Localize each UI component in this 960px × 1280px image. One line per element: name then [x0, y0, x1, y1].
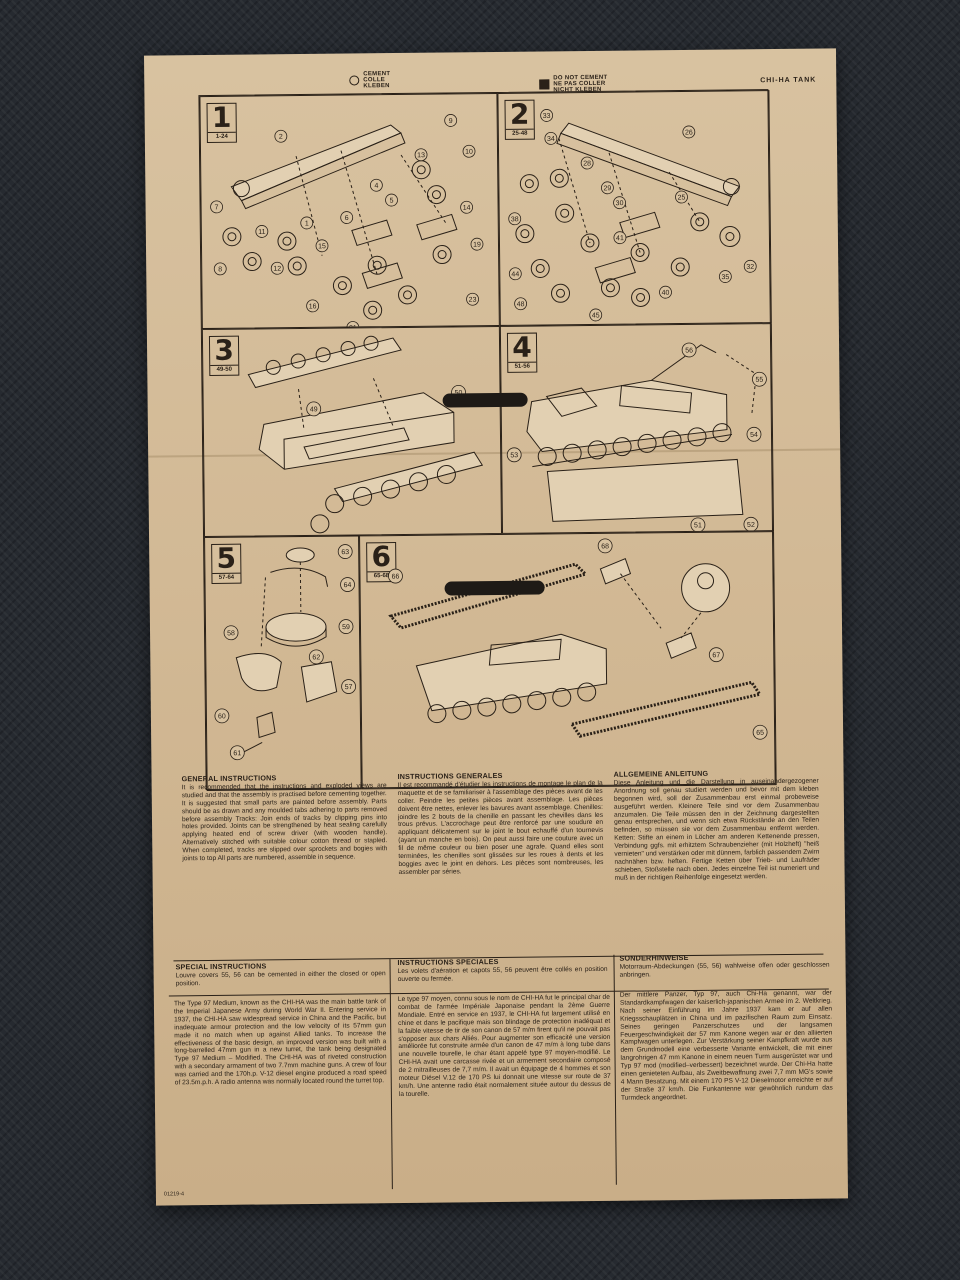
part-label: 57: [345, 684, 353, 691]
step-4-drawing: 56 55 54 53 51 52: [506, 342, 767, 533]
part-label: 15: [318, 243, 326, 250]
part-label: 40: [662, 290, 670, 297]
part-label: 26: [685, 129, 693, 136]
print-code: 01219-4: [163, 1191, 185, 1198]
road-wheels-left: [222, 160, 452, 320]
part-label: 49: [310, 406, 318, 413]
step-5-drawing: 63 64 59 58 62 57 60 61: [214, 544, 357, 761]
step-5-panel: 5 57-64: [204, 535, 362, 792]
part-label: 68: [601, 543, 609, 550]
kit-title: CHI-HA TANK: [760, 76, 817, 85]
hanger-slot: [442, 392, 528, 408]
part-label: 41: [616, 235, 624, 242]
part-label: 48: [517, 301, 525, 308]
step-3-panel: 3 49-50: [201, 325, 503, 538]
part-label: 5: [390, 198, 394, 205]
history-text: The Type 97 Medium, known as the CHI-HA …: [173, 998, 387, 1087]
section-text: Il est recommandé d'étudier les instruct…: [397, 779, 604, 876]
instruction-sheet: CEMENT COLLE KLEBEN DO NOT CEMENT NE PAS…: [143, 48, 849, 1206]
step-6-panel: 6 65-68: [359, 531, 777, 790]
legend-cement-de: KLEBEN: [363, 83, 390, 90]
section-text: It is recommended that the instructions …: [181, 782, 388, 863]
part-label: 53: [510, 452, 518, 459]
part-label: 8: [218, 266, 222, 273]
part-label: 34: [547, 136, 555, 143]
part-label: 25: [678, 194, 686, 201]
history-de: Der mittlere Panzer, Typ 97, auch Chi-Ha…: [620, 990, 833, 1103]
history-en: The Type 97 Medium, known as the CHI-HA …: [174, 998, 387, 1087]
history-text: Der mittlere Panzer, Typ 97, auch Chi-Ha…: [619, 989, 833, 1102]
step-6-drawing: 68 66 67 65: [388, 538, 768, 740]
part-label: 4: [374, 183, 378, 190]
step-1-panel: 1 1-24: [199, 92, 500, 330]
section-text: Louvre covers 55, 56 can be cemented in …: [175, 970, 386, 988]
step-1-drawing: 2 9 10 13 4 5 7 1 6 11 14 8 12 15 16 21: [210, 114, 484, 330]
history-fr: Le type 97 moyen, connu sous le nom de C…: [398, 994, 611, 1099]
part-label: 7: [215, 204, 219, 211]
part-label: 28: [583, 160, 591, 167]
part-label: 60: [218, 713, 226, 720]
special-instructions-fr: INSTRUCTIONS SPECIALES Les volets d'aéra…: [397, 957, 607, 984]
cement-symbol-icon: [349, 75, 360, 86]
step-3-drawing: 49 50: [247, 335, 484, 534]
part-label: 19: [473, 242, 481, 249]
assembly-diagrams: 1 1-24: [198, 89, 777, 792]
no-cement-symbol-icon: [539, 79, 550, 90]
part-label: 11: [258, 229, 265, 236]
part-label: 51: [694, 522, 702, 529]
general-instructions-en: GENERAL INSTRUCTIONS It is recommended t…: [182, 773, 388, 863]
column-divider: [613, 954, 617, 1185]
part-label: 66: [392, 574, 400, 581]
part-label: 63: [341, 549, 349, 556]
part-label: 14: [463, 205, 471, 212]
part-label: 12: [273, 266, 281, 273]
part-label: 10: [465, 149, 473, 156]
part-label: 65: [756, 730, 764, 737]
step-2-drawing: 33 26 34 28 29 25 38 30 44 41 40 32 35 4…: [508, 109, 757, 322]
section-text: Les volets d'aération et capots 55, 56 p…: [397, 965, 608, 983]
part-label: 52: [747, 522, 755, 529]
part-label: 13: [417, 152, 425, 159]
general-instructions-de: ALLGEMEINE ANLEITUNG Diese Anleitung und…: [614, 769, 820, 883]
part-label: 23: [469, 297, 477, 304]
section-text: Diese Anleitung und die Darstellung in a…: [613, 777, 820, 882]
part-label: 44: [511, 271, 519, 278]
part-label: 16: [309, 303, 317, 310]
step-4-panel: 4 51-56: [499, 323, 775, 534]
part-label: 45: [592, 312, 600, 319]
part-label: 32: [746, 264, 754, 271]
hanger-slot: [444, 580, 545, 596]
special-instructions-en: SPECIAL INSTRUCTIONS Louvre covers 55, 5…: [175, 961, 386, 988]
part-label: 59: [342, 624, 350, 631]
part-label: 29: [603, 185, 611, 192]
cement-legend: CEMENT COLLE KLEBEN: [349, 71, 390, 89]
part-label: 62: [312, 654, 320, 661]
part-label: 67: [712, 652, 720, 659]
general-instructions-fr: INSTRUCTIONS GENERALES Il est recommandé…: [398, 771, 604, 877]
part-label: 2: [279, 134, 283, 141]
part-label: 6: [345, 215, 349, 222]
part-label: 61: [233, 750, 241, 757]
part-label: 56: [685, 347, 693, 354]
part-label: 54: [750, 432, 758, 439]
part-label: 35: [721, 274, 729, 281]
special-instructions-de: SONDERHINWEISE Motorraum-Abdeckungen (55…: [619, 953, 829, 980]
part-label: 55: [755, 377, 763, 384]
history-text: Le type 97 moyen, connu sous le nom de C…: [397, 993, 611, 1098]
part-label: 38: [511, 216, 519, 223]
part-label: 1: [305, 220, 309, 227]
part-label: 30: [616, 200, 624, 207]
part-label: 33: [543, 113, 551, 120]
part-label: 9: [449, 118, 453, 125]
part-label: 64: [344, 582, 352, 589]
step-2-panel: 2 25-48: [497, 90, 772, 326]
part-label: 58: [227, 630, 235, 637]
section-text: Motorraum-Abdeckungen (55, 56) wahlweise…: [619, 961, 830, 979]
